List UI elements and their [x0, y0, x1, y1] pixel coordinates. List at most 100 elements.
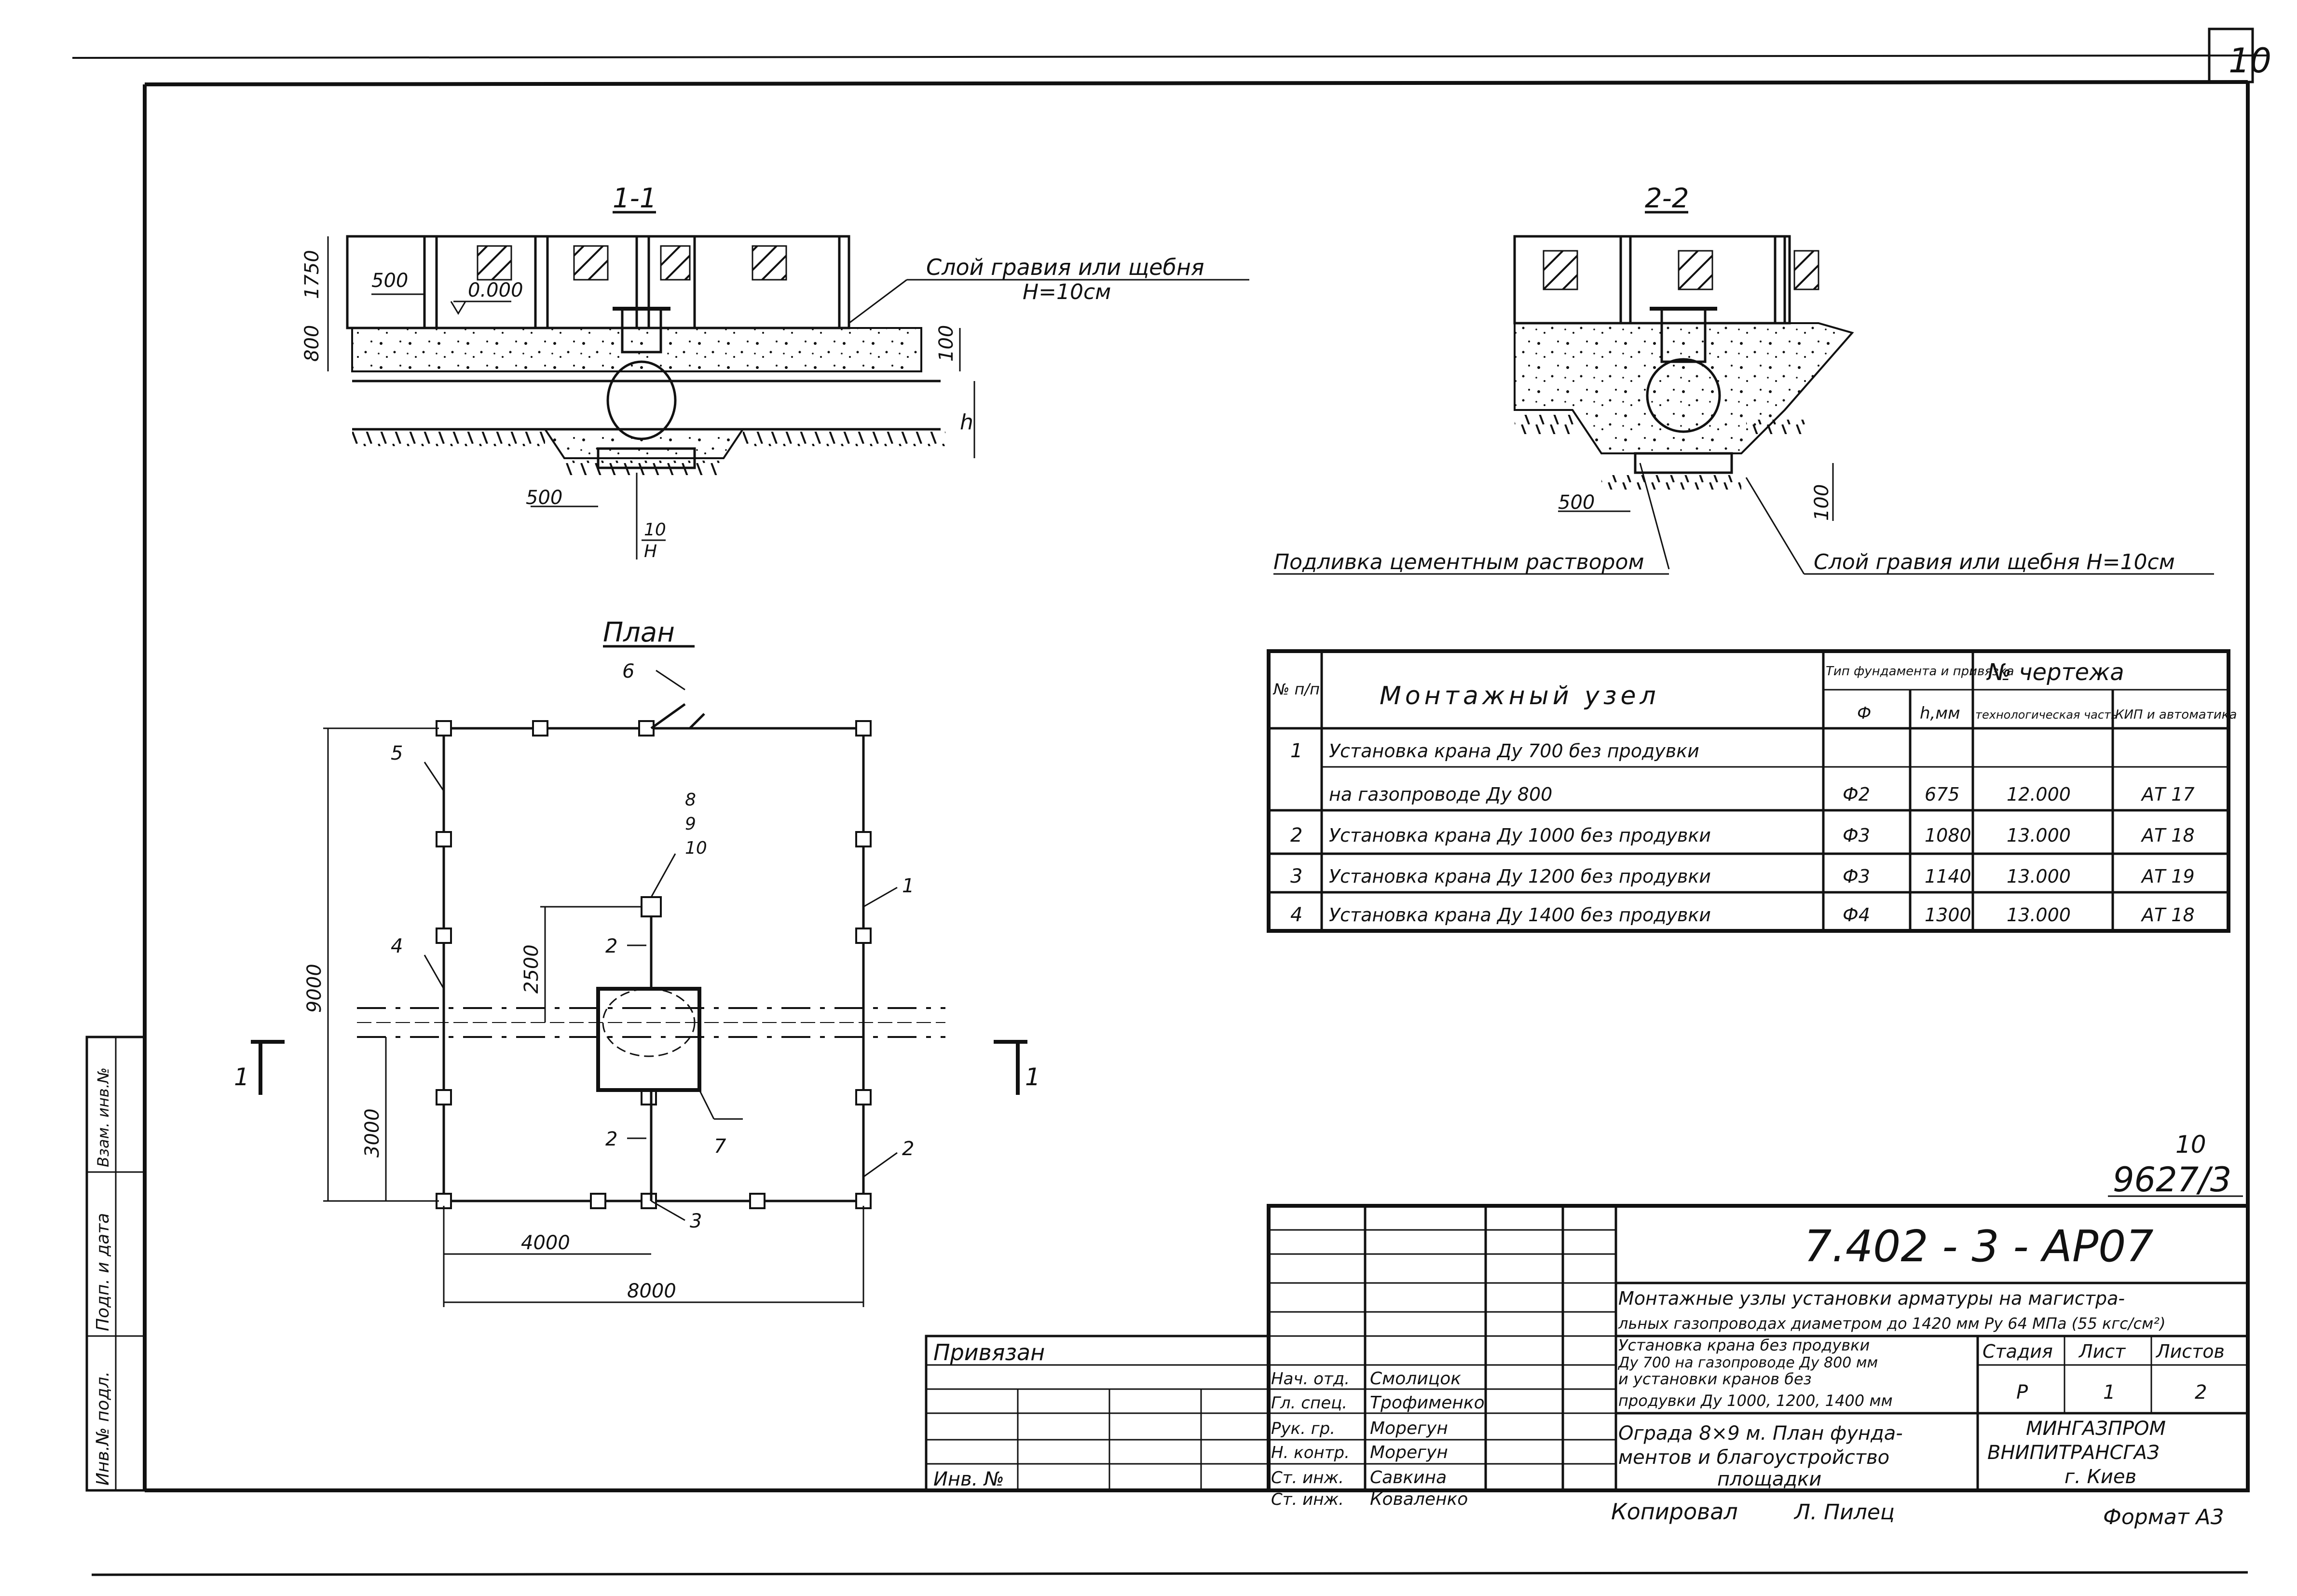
- cell-kip: АТ 18: [2140, 904, 2195, 926]
- signer-name: Морегун: [1370, 1419, 1448, 1438]
- dim-800: 800: [301, 325, 323, 362]
- side-label-replace: Взам. инв.№: [94, 1067, 112, 1167]
- th-kip: КИП и автоматика: [2115, 708, 2237, 722]
- cell-h: 1300: [1925, 904, 1971, 926]
- dim-2500: 2500: [520, 944, 543, 994]
- stamp-number: 10: [2175, 1131, 2206, 1159]
- org-1: МИНГАЗПРОМ: [2026, 1418, 2166, 1440]
- dim-9000: 9000: [303, 964, 326, 1013]
- sheet-label: Лист: [2078, 1341, 2126, 1362]
- signer-name: Морегун: [1370, 1443, 1448, 1462]
- label-gravel-1: Слой гравия или щебня: [926, 254, 1204, 280]
- label-h-1: H=10см: [1023, 280, 1111, 304]
- cell-tech: 12.000: [2007, 784, 2071, 805]
- project-line-2: льных газопроводах диаметром до 1420 мм …: [1618, 1314, 2166, 1333]
- stamp-code: 9627/3: [2113, 1160, 2231, 1200]
- cell-h: 1140: [1925, 866, 1971, 887]
- signer-role: Рук. гр.: [1271, 1419, 1335, 1438]
- marker-9: 9: [685, 814, 696, 834]
- table-rows: 1 Установка крана Ду 700 без продувки на г…: [1290, 740, 2195, 926]
- level-mark: 0.000: [468, 279, 523, 301]
- signer-role: Нач. отд.: [1271, 1369, 1350, 1389]
- cell-no: 3: [1290, 865, 1302, 887]
- cell-kip: АТ 18: [2140, 825, 2195, 846]
- cell-node: Установка крана Ду 700 без продувки: [1329, 740, 1699, 762]
- signer-name: Коваленко: [1370, 1489, 1468, 1509]
- cell-tech: 13.000: [2007, 866, 2071, 887]
- stage-value: Р: [2016, 1381, 2028, 1404]
- label-cement: Подливка цементным раствором: [1273, 550, 1644, 574]
- cell-node: Установка крана Ду 1200 без продувки: [1329, 866, 1711, 887]
- marker-10: 10: [685, 838, 707, 858]
- th-no: № п/п: [1272, 680, 1320, 698]
- th-h: h,мм: [1920, 704, 1960, 723]
- th-foundation: Тип фундамента и привязка: [1826, 664, 2014, 679]
- cell-node: Установка крана Ду 1000 без продувки: [1329, 825, 1711, 846]
- section-2-title: 2-2: [1645, 183, 1689, 214]
- page-number: 10: [2229, 41, 2271, 81]
- cell-kip: АТ 19: [2140, 866, 2195, 887]
- th-node: Монтажный узел: [1380, 682, 1660, 710]
- th-tech: технологическая часть: [1975, 708, 2118, 722]
- dim-500-bottom: 500: [526, 487, 562, 509]
- plan-sec2-top: 2: [605, 935, 617, 957]
- sheet-title-4: продувки Ду 1000, 1200, 1400 мм: [1618, 1391, 1893, 1410]
- spec-table: № п/п Монтажный узел Тип фундамента и пр…: [1267, 649, 2237, 933]
- dim-10: 10: [644, 520, 666, 540]
- side-label-inv: Инв.№ подл.: [93, 1371, 113, 1486]
- dim-4000: 4000: [521, 1232, 570, 1254]
- dim-H: H: [644, 542, 657, 561]
- plan-sec1-right: 1: [1025, 1063, 1040, 1091]
- side-label-sign: Подп. и дата: [93, 1213, 113, 1331]
- sheet-title-3: и установки кранов без: [1618, 1370, 1812, 1388]
- marker-7: 7: [714, 1135, 726, 1158]
- sheets-value: 2: [2195, 1381, 2207, 1404]
- cell-f: Ф4: [1843, 904, 1870, 926]
- org-3: г. Киев: [2065, 1466, 2136, 1488]
- sheet-value: 1: [2103, 1381, 2115, 1404]
- inv-label: Инв. №: [933, 1468, 1004, 1490]
- marker-6: 6: [622, 660, 634, 682]
- format-label: Формат А3: [2103, 1505, 2224, 1529]
- cell-node: на газопроводе Ду 800: [1329, 784, 1552, 805]
- signer-role: Ст. инж.: [1271, 1490, 1344, 1509]
- label-gravel-2: Слой гравия или щебня H=10см: [1814, 550, 2175, 574]
- dim-500-top: 500: [371, 270, 408, 292]
- marker-4: 4: [391, 935, 403, 957]
- marker-1: 1: [902, 875, 914, 897]
- plan-sec1-left: 1: [234, 1063, 249, 1091]
- cell-f: Ф3: [1843, 825, 1870, 846]
- section-1-title: 1-1: [613, 183, 656, 214]
- cell-no: 2: [1290, 824, 1302, 846]
- signer-role: Ст. инж.: [1271, 1468, 1344, 1487]
- cell-tech: 13.000: [2007, 904, 2071, 926]
- th-drawing: № чертежа: [1986, 659, 2124, 686]
- dim-h: h: [960, 410, 973, 435]
- copied-label: Копировал: [1611, 1499, 1738, 1525]
- sheets-label: Листов: [2155, 1341, 2225, 1362]
- marker-2: 2: [902, 1138, 914, 1160]
- cell-h: 675: [1925, 784, 1960, 805]
- sheet-title-2: Ду 700 на газопроводе Ду 800 мм: [1617, 1354, 1878, 1371]
- signer-role: Гл. спец.: [1271, 1393, 1347, 1413]
- title-block: 7.402 - 3 - АР07 Монтажные узлы установк…: [925, 1204, 2250, 1529]
- project-line-1: Монтажные узлы установки арматуры на маг…: [1618, 1288, 2125, 1309]
- cell-tech: 13.000: [2007, 825, 2071, 846]
- stage-label: Стадия: [1983, 1341, 2053, 1362]
- stamp: 10 9627/3: [2108, 1131, 2243, 1200]
- copied-by: Л. Пилец: [1793, 1500, 1895, 1525]
- th-f: Ф: [1857, 704, 1871, 723]
- designation: 7.402 - 3 - АР07: [1804, 1221, 2154, 1272]
- plan-view: План: [234, 617, 1040, 1307]
- marker-5: 5: [391, 742, 403, 764]
- dim-1750: 1750: [301, 250, 323, 299]
- marker-8: 8: [685, 790, 696, 810]
- signer-name: Трофименко: [1370, 1393, 1485, 1413]
- cell-node: Установка крана Ду 1400 без продувки: [1329, 904, 1711, 926]
- cell-no: 1: [1290, 740, 1302, 762]
- cell-h: 1080: [1925, 825, 1971, 846]
- dim-500-s2: 500: [1558, 491, 1595, 514]
- section-1-1: 1-1 1750 800 500: [301, 183, 1249, 561]
